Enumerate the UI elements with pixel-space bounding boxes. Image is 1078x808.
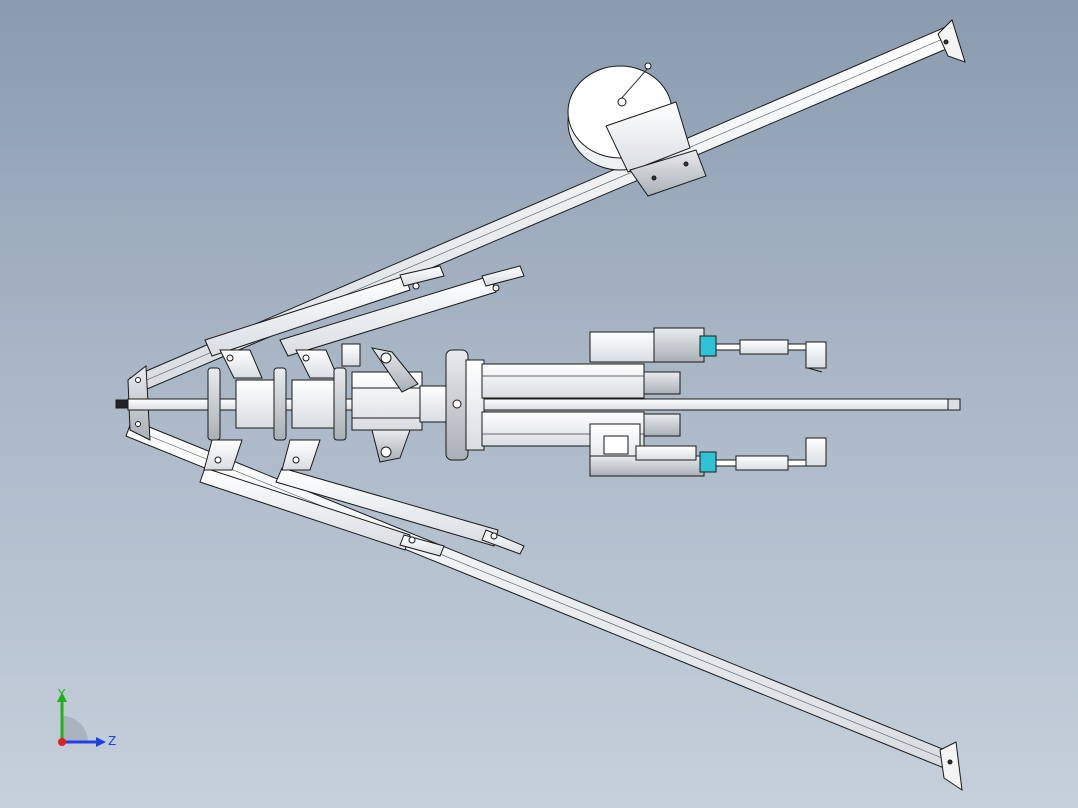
- lower-inner-struts[interactable]: [199, 439, 525, 557]
- upper-actuator[interactable]: [589, 327, 827, 373]
- triad-plane: [62, 716, 88, 742]
- orientation-triad: Y Z: [50, 686, 120, 752]
- z-axis-label: Z: [108, 734, 116, 748]
- upper-inner-struts[interactable]: [204, 265, 525, 379]
- lower-leg[interactable]: [125, 419, 963, 792]
- central-rod[interactable]: [127, 398, 961, 411]
- lower-actuator[interactable]: [589, 423, 827, 477]
- flange-disc[interactable]: [445, 349, 485, 461]
- clamp-rings[interactable]: [207, 343, 451, 463]
- z-axis-arrow: [96, 737, 106, 747]
- y-axis-arrow: [57, 692, 67, 702]
- x-axis-dot: [58, 738, 66, 746]
- winch-drum[interactable]: [567, 62, 707, 197]
- y-axis-label: Y: [57, 687, 66, 701]
